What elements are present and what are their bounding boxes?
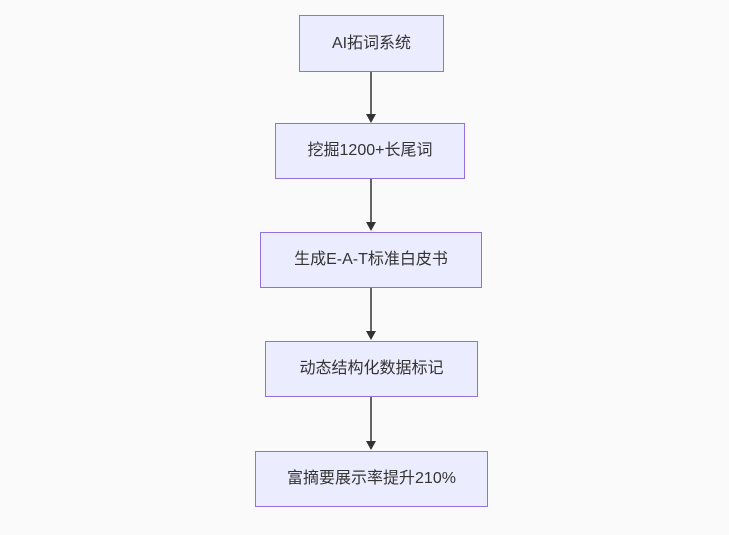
edge-arrow-2 <box>366 179 376 231</box>
node-label: 动态结构化数据标记 <box>299 360 444 378</box>
flowchart-node-longtail-mining: 挖掘1200+长尾词 <box>275 123 465 179</box>
edge-arrow-1 <box>366 72 376 123</box>
flowchart-node-structured-data-markup: 动态结构化数据标记 <box>265 341 478 397</box>
flowchart-node-rich-snippet-uplift: 富摘要展示率提升210% <box>255 451 488 507</box>
node-label: 挖掘1200+长尾词 <box>307 142 433 160</box>
node-label: 富摘要展示率提升210% <box>287 470 456 488</box>
node-label: AI拓词系统 <box>331 34 412 52</box>
flowchart-node-ai-keyword-system: AI拓词系统 <box>299 15 444 72</box>
flowchart-node-eat-whitepaper: 生成E-A-T标准白皮书 <box>260 232 482 288</box>
node-label: 生成E-A-T标准白皮书 <box>294 251 448 269</box>
edge-arrow-3 <box>366 288 376 340</box>
edge-arrow-4 <box>366 397 376 450</box>
